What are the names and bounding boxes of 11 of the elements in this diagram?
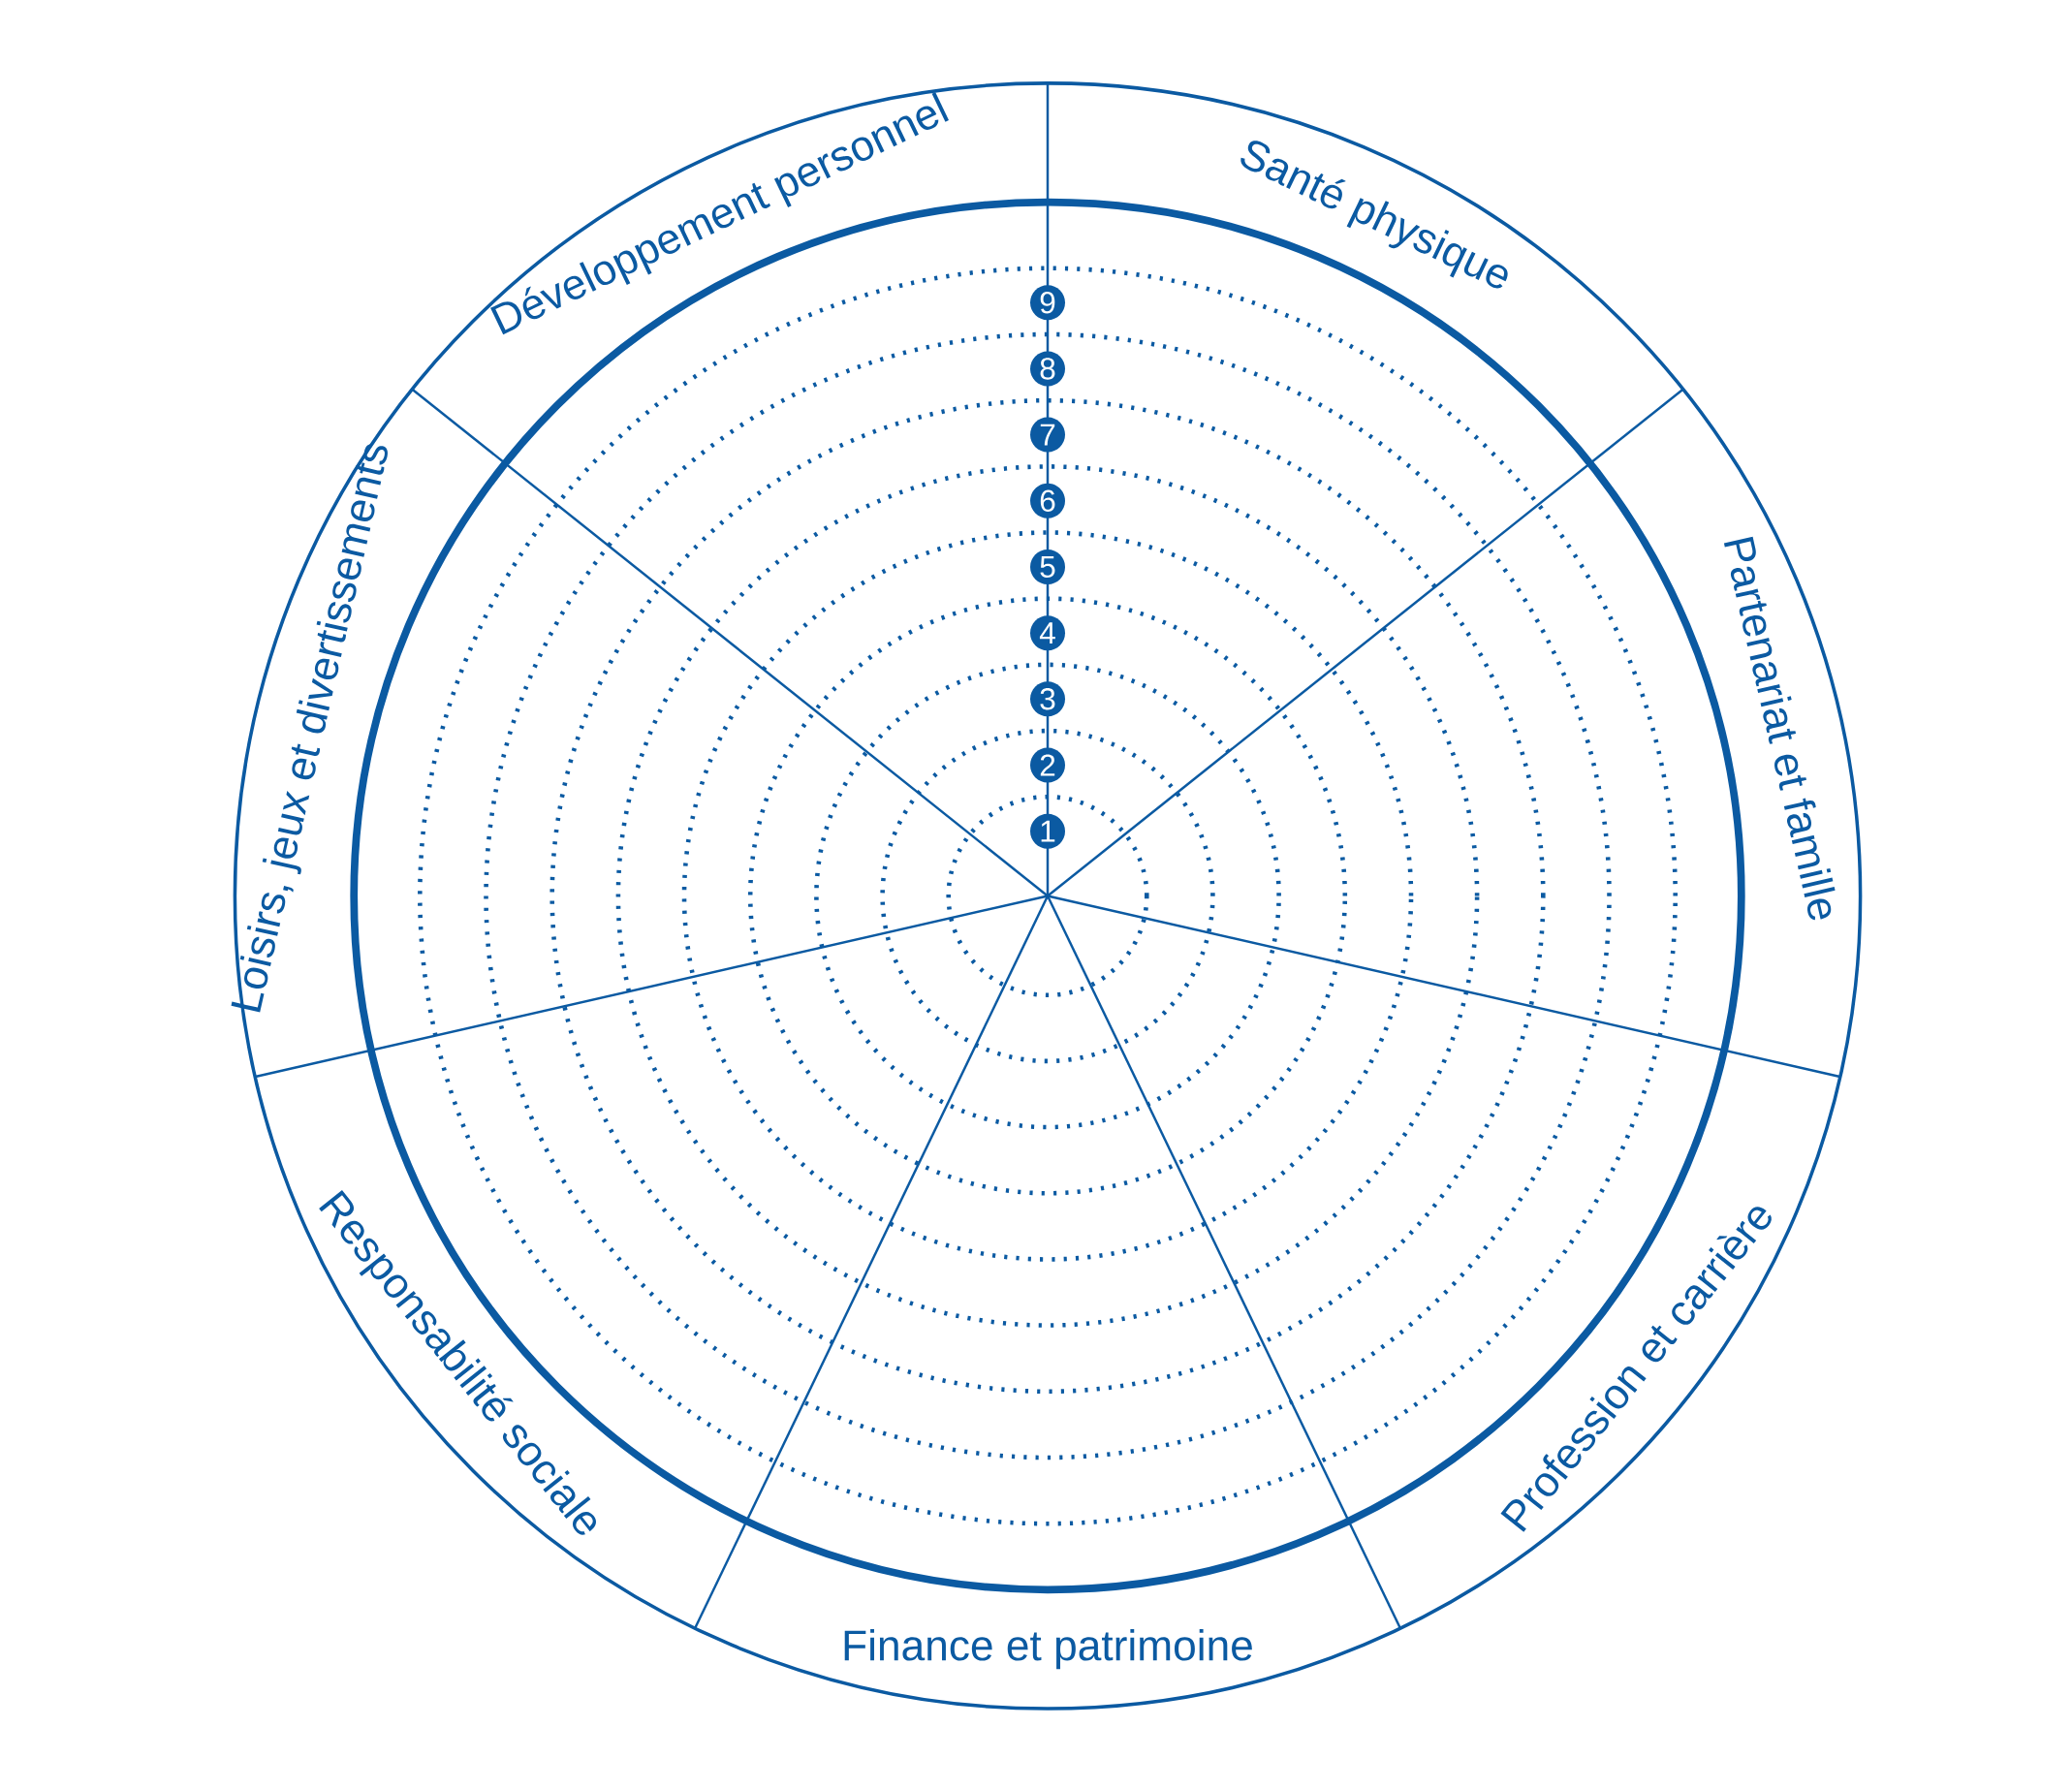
number-badge: 2: [1030, 747, 1065, 783]
sector-label: Partenariat et famille: [1723, 536, 1836, 921]
number-badge: 1: [1030, 813, 1065, 849]
number-badge: 6: [1030, 483, 1065, 518]
sector-label: Finance et patrimoine: [844, 1629, 1252, 1670]
number-badge: 5: [1030, 550, 1065, 584]
number-badge: 3: [1030, 681, 1065, 717]
number-badge: 7: [1030, 417, 1065, 453]
number-badge: 4: [1030, 615, 1065, 651]
number-badge: 9: [1030, 285, 1065, 321]
number-badge: 8: [1030, 351, 1065, 387]
